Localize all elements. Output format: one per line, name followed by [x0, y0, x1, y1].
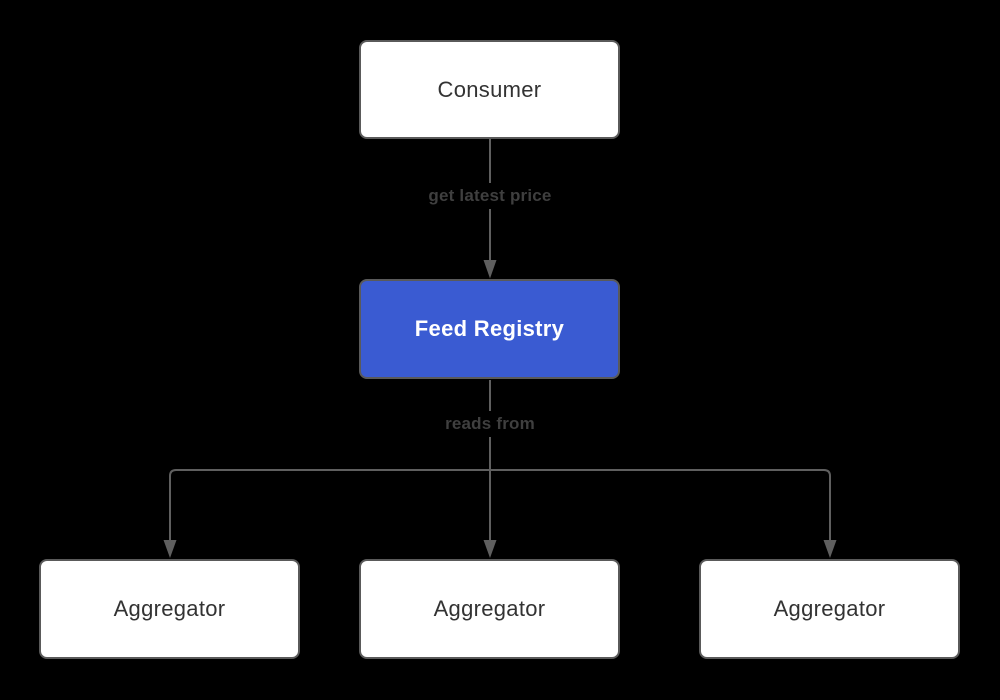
- node-aggregator-middle-label: Aggregator: [433, 596, 546, 621]
- node-consumer-label: Consumer: [437, 76, 542, 102]
- node-feed-registry-label: Feed Registry: [414, 316, 565, 341]
- arrowhead-aggregator-right: [823, 540, 837, 558]
- node-aggregator-right-label: Aggregator: [773, 596, 886, 621]
- node-aggregator-left: Aggregator: [39, 559, 300, 659]
- edge-label-reads-from: reads from: [438, 411, 542, 437]
- edge-feed-registry-to-aggregator-right: [490, 469, 831, 541]
- node-aggregator-middle: Aggregator: [359, 559, 620, 659]
- arrowhead-aggregator-middle: [483, 540, 497, 558]
- node-aggregator-right: Aggregator: [699, 559, 960, 659]
- edge-label-get-latest-price: get latest price: [421, 183, 559, 209]
- node-feed-registry: Feed Registry: [359, 279, 620, 379]
- node-aggregator-left-label: Aggregator: [113, 596, 226, 621]
- arrowhead-feed-registry: [483, 260, 497, 279]
- edge-feed-registry-to-aggregator-left: [169, 469, 490, 541]
- node-consumer: Consumer: [359, 40, 620, 139]
- arrowhead-aggregator-left: [163, 540, 177, 558]
